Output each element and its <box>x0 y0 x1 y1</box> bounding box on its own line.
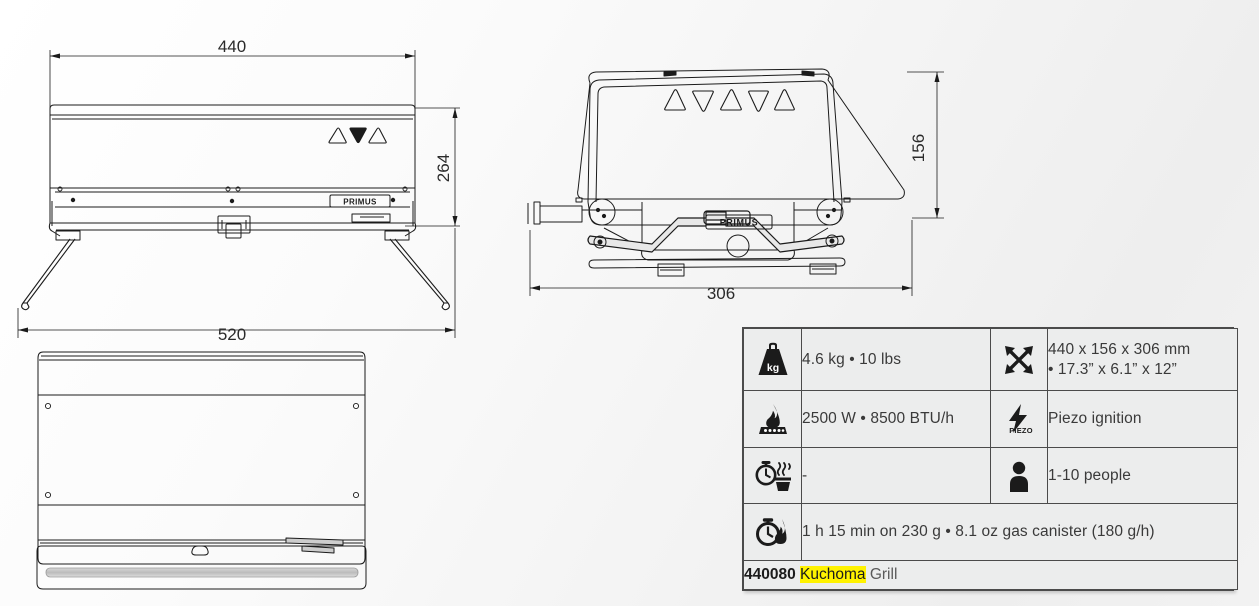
front-width-dim-label: 440 <box>218 37 246 56</box>
people-icon-cell <box>990 446 1048 505</box>
dimension-306 <box>529 220 913 296</box>
ignition-value-cell: Piezo ignition <box>1047 390 1238 448</box>
front-brand-label: PRIMUS <box>343 198 377 207</box>
lid-body <box>49 104 416 189</box>
front-height-dim-label: 264 <box>434 154 453 182</box>
control-knobs <box>588 198 844 226</box>
vent-triangles <box>664 89 795 112</box>
vent-triangles <box>328 127 387 144</box>
spec-row-burn-time: 1 h 15 min on 230 g • 8.1 oz gas caniste… <box>743 503 1238 561</box>
body-band <box>48 188 417 237</box>
svg-text:PIEZO: PIEZO <box>1009 426 1033 435</box>
lid-outline <box>575 70 851 203</box>
burn-time-icon <box>754 514 792 550</box>
front-view-drawing: PRIMUS <box>0 18 490 348</box>
boil-time-icon-cell <box>743 446 802 505</box>
dimension-156 <box>907 71 944 219</box>
lid-shell <box>577 68 905 200</box>
handle-pivots <box>593 234 839 258</box>
power-value-cell: 2500 W • 8500 BTU/h <box>801 390 991 448</box>
weight-kg-icon: kg <box>756 342 790 378</box>
people-value-cell: 1-10 people <box>1047 446 1238 505</box>
ignition-value: Piezo ignition <box>1048 410 1142 428</box>
rear-height-dim-label: 156 <box>909 134 928 162</box>
legs <box>21 238 450 311</box>
product-name-cell: 440080 Kuchoma Grill <box>743 559 1238 591</box>
burn-time-icon-cell <box>743 503 802 561</box>
small-holes <box>57 186 408 192</box>
burn-time-value-cell: 1 h 15 min on 230 g • 8.1 oz gas caniste… <box>801 503 1238 561</box>
dimensions-value-cell: 440 x 156 x 306 mm • 17.3” x 6.1” x 12” <box>1047 327 1238 392</box>
spec-row-boiltime-people: - 1-10 people <box>743 446 1238 505</box>
top-view-drawing <box>8 340 388 600</box>
boil-time-value: - <box>802 466 808 484</box>
handle-brand-plate <box>705 214 773 230</box>
spec-row-weight-dimensions: kg 4.6 kg • 10 lbs <box>743 327 1238 392</box>
dimension-520 <box>17 228 456 338</box>
bottom-rail <box>588 257 846 277</box>
dimensions-value-line1: 440 x 156 x 306 mm <box>1048 340 1191 358</box>
rear-view-drawing: PRIMUS 156 <box>512 50 972 310</box>
rear-width-dim-label: 306 <box>707 284 735 303</box>
svg-text:kg: kg <box>766 362 778 374</box>
weight-icon-cell: kg <box>743 327 802 392</box>
latch-assembly <box>217 213 391 239</box>
boil-time-value-cell: - <box>801 446 991 505</box>
piezo-icon-cell: PIEZO <box>990 390 1048 448</box>
dimension-440 <box>49 50 416 115</box>
weight-value: 4.6 kg • 10 lbs <box>802 350 902 368</box>
rear-brand-label: PRIMUS <box>720 218 759 228</box>
burner-icon-cell <box>743 390 802 448</box>
dimensions-value-line2: • 17.3” x 6.1” x 12” <box>1048 360 1177 378</box>
piezo-bolt-icon: PIEZO <box>1001 401 1037 437</box>
fasteners <box>70 197 396 204</box>
dimensions-icon-cell <box>990 327 1048 392</box>
boil-time-icon <box>754 458 792 494</box>
burn-time-value: 1 h 15 min on 230 g • 8.1 oz gas caniste… <box>802 523 1155 541</box>
people-value: 1-10 people <box>1048 466 1131 484</box>
feet <box>55 230 410 241</box>
spec-row-power-ignition: 2500 W • 8500 BTU/h PIEZO Piezo ignition <box>743 390 1238 448</box>
product-name-highlight: Kuchoma <box>800 565 866 583</box>
dimensions-arrows-icon <box>1001 342 1037 378</box>
dimension-264 <box>405 107 460 227</box>
brand-plate <box>329 194 391 208</box>
spec-row-product-name: 440080 Kuchoma Grill <box>743 559 1238 591</box>
burner-flame-icon <box>756 401 790 437</box>
power-value: 2500 W • 8500 BTU/h <box>802 410 955 428</box>
handle-bar <box>587 210 845 253</box>
front-span-dim-label: 520 <box>218 325 246 344</box>
gas-inlet <box>527 201 588 225</box>
product-code: 440080 <box>744 565 796 583</box>
people-icon <box>1003 458 1035 494</box>
corner-screws <box>44 402 360 499</box>
product-name-suffix: Grill <box>865 565 898 583</box>
weight-value-cell: 4.6 kg • 10 lbs <box>801 327 991 392</box>
base-body <box>587 201 843 261</box>
specifications-table: kg 4.6 kg • 10 lbs <box>742 327 1238 591</box>
